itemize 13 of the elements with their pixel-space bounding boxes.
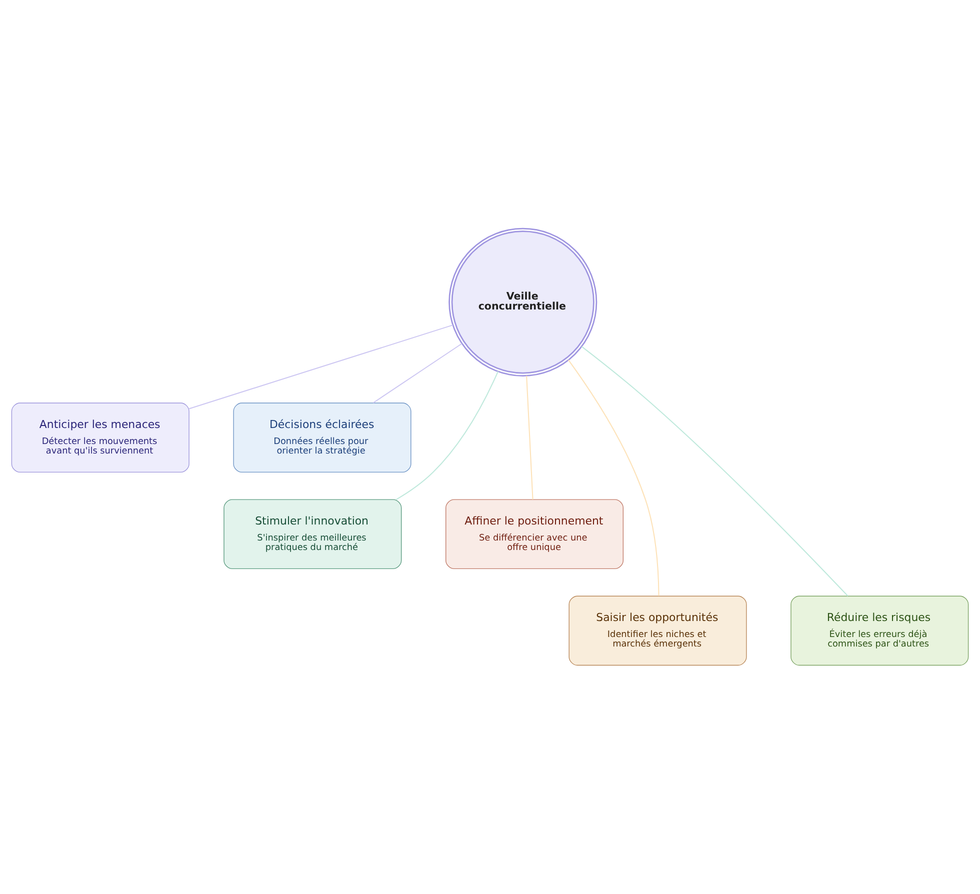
node-box: Saisir les opportunités Identifier les niches et marchés émergents — [568, 596, 747, 666]
node-circle: Veille concurrentielle — [448, 228, 598, 376]
node-box: Anticiper les menaces Détecter les mouvements avant qu'ils surviennent — [11, 402, 190, 472]
connector — [581, 346, 848, 596]
connector — [396, 371, 499, 500]
node-box: Réduire les risques Éviter les erreurs déjà commises par d'autres — [790, 596, 969, 666]
node-box: Stimuler l'innovation S'inspirer des meilleures pratiques du marché — [224, 499, 402, 570]
node-box: Décisions éclairées Données réelles pour orienter la stratégie — [233, 402, 412, 472]
node-box: Affiner le positionnement Se différencier avec une offre unique — [446, 499, 624, 570]
connector — [526, 376, 534, 500]
connector — [188, 324, 454, 410]
connector — [372, 343, 462, 404]
connector — [568, 360, 660, 596]
